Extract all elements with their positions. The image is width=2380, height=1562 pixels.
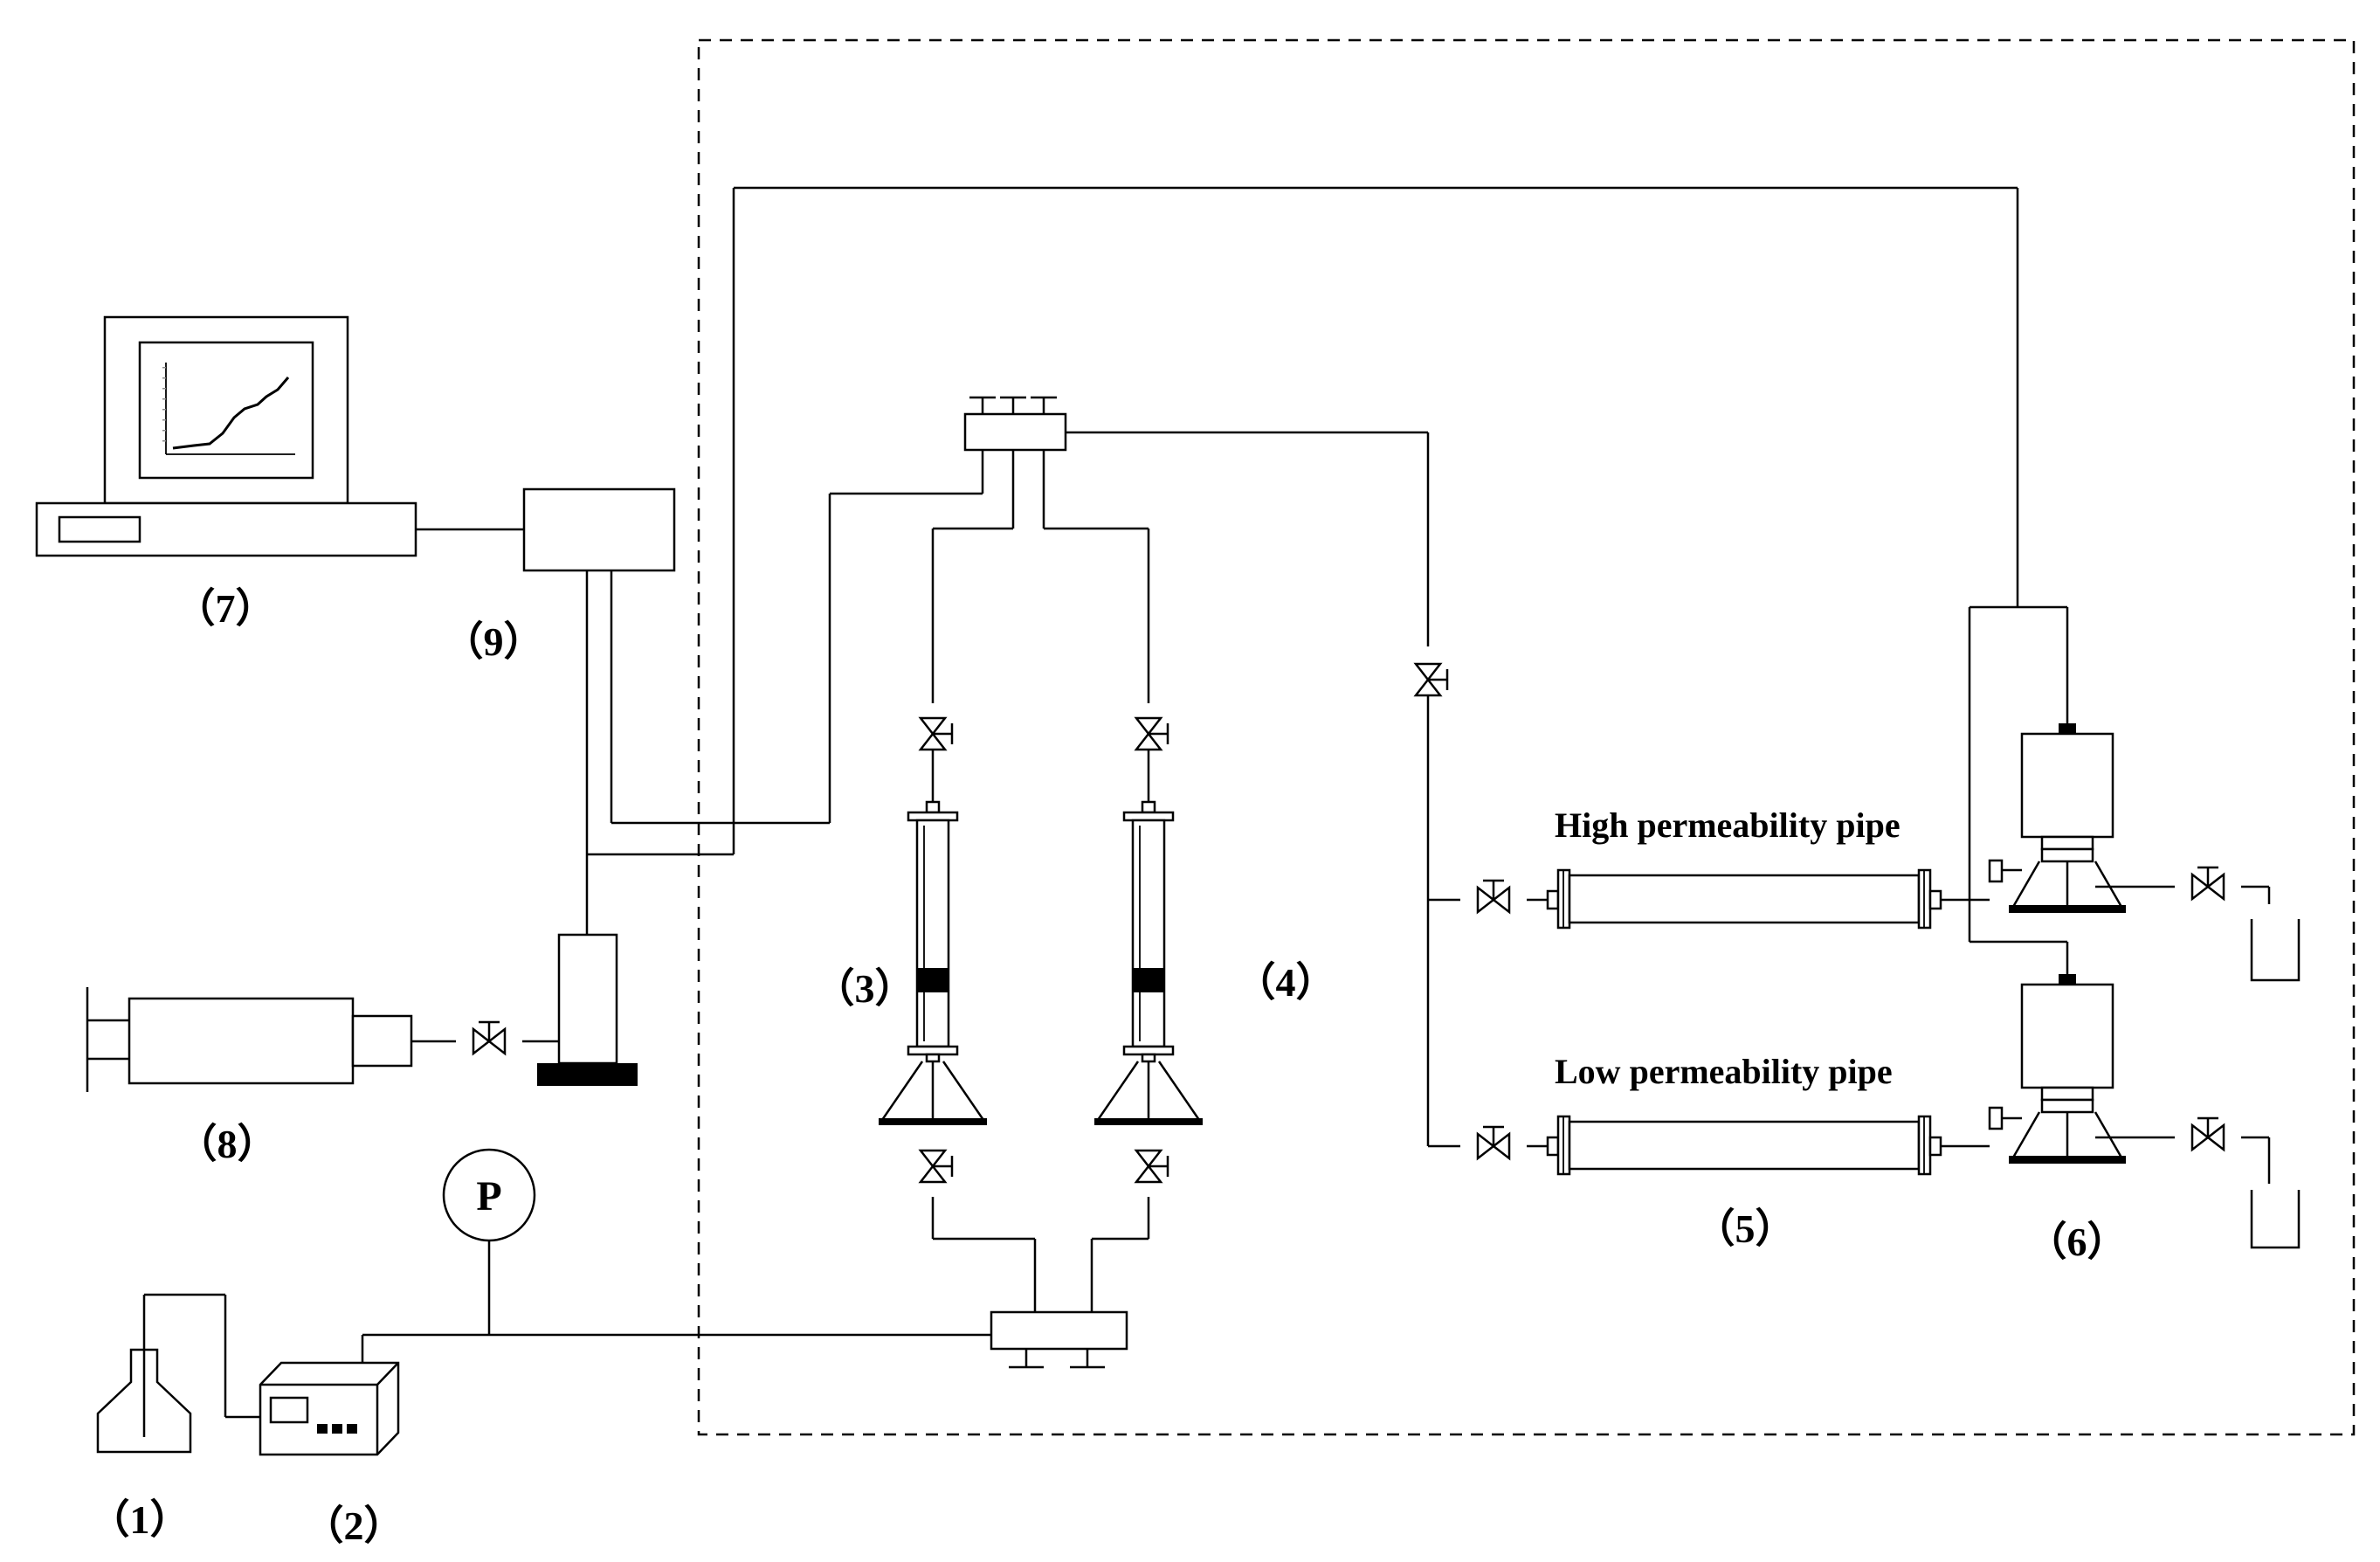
pump-button xyxy=(347,1424,357,1434)
container-3 xyxy=(879,716,987,1184)
bottom-manifold xyxy=(931,1197,1150,1369)
pump-button xyxy=(317,1424,328,1434)
high-pipe-label: High permeability pipe xyxy=(1555,805,1901,845)
data-acquisition-unit xyxy=(522,186,2019,935)
collector-low xyxy=(1988,974,2301,1249)
pressure-gauge-label: P xyxy=(476,1173,501,1220)
thermostat-enclosure xyxy=(697,38,2356,1436)
label-8: （8） xyxy=(177,1122,278,1166)
container-4 xyxy=(1094,716,1203,1184)
hand-pump-cylinder xyxy=(557,933,618,1065)
pressure-gauge: P xyxy=(442,1148,536,1335)
hand-pump-base xyxy=(537,1063,638,1086)
disk-drive xyxy=(58,515,141,543)
high-permeability-pipe: High permeability pipe xyxy=(1476,805,1990,930)
low-pipe-label: Low permeability pipe xyxy=(1555,1052,1893,1091)
top-manifold xyxy=(931,396,1430,703)
monitor-curve xyxy=(172,377,290,450)
label-7: （7） xyxy=(176,586,276,631)
injection-pump xyxy=(259,1333,991,1456)
pump-button xyxy=(332,1424,342,1434)
label-4: （4） xyxy=(1236,960,1336,1005)
monitor-screen xyxy=(138,341,314,480)
piston xyxy=(917,968,949,992)
distribution-line xyxy=(1414,662,1460,1148)
liquid-bottle xyxy=(96,1293,262,1454)
label-5: （5） xyxy=(1695,1206,1796,1251)
label-3: （3） xyxy=(815,966,915,1011)
hand-pump xyxy=(86,933,638,1092)
collector-high xyxy=(1988,723,2301,982)
label-6: （6） xyxy=(2027,1220,2128,1264)
pump-display xyxy=(269,1396,309,1424)
computer xyxy=(35,315,524,557)
piston xyxy=(1133,968,1164,992)
label-9: （9） xyxy=(444,619,544,664)
label-1: （1） xyxy=(90,1497,190,1542)
low-permeability-pipe: Low permeability pipe xyxy=(1476,1052,1990,1176)
collector-wiring xyxy=(1968,605,2069,974)
label-2: （2） xyxy=(304,1503,404,1548)
